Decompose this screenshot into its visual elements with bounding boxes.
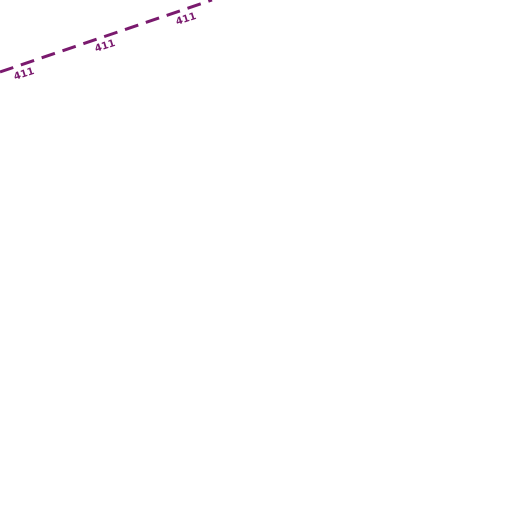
boundary-line-411: [0, 0, 213, 74]
route-label: 411: [175, 11, 198, 28]
route-label: 411: [94, 38, 117, 55]
route-label: 411: [13, 66, 36, 83]
